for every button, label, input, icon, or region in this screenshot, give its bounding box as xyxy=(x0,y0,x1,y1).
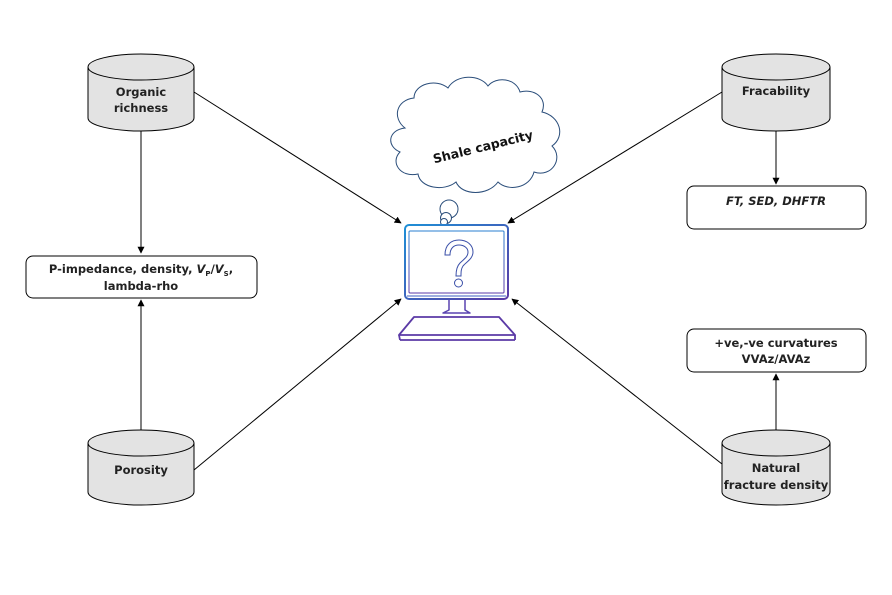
box-label: P-impedance, density, VP/VS, xyxy=(49,262,233,278)
thought-cloud: Shale capacity xyxy=(390,76,561,226)
monitor-screen xyxy=(408,230,505,294)
cylinder-label: richness xyxy=(114,101,168,115)
cylinder-label: Fracability xyxy=(742,84,811,98)
box-fracture-attributes: +ve,-ve curvatures VVAz/AVAz xyxy=(686,328,867,373)
box-label: +ve,-ve curvatures xyxy=(714,336,837,350)
cylinder-porosity: Porosity xyxy=(87,429,195,506)
cylinder-label: Porosity xyxy=(114,463,168,477)
arrow-porosity-to-center xyxy=(193,298,402,471)
question-mark-icon xyxy=(444,239,474,277)
vp-subscript: P xyxy=(205,270,210,278)
arrow-organic-to-center xyxy=(193,91,402,224)
box-label: FT, SED, DHFTR xyxy=(726,194,826,208)
connectors xyxy=(137,91,780,471)
cylinder-fracability: Fracability xyxy=(721,53,831,132)
box-label: VVAz/AVAz xyxy=(742,352,811,366)
box-label: lambda-rho xyxy=(104,279,179,293)
box-label-prefix: P-impedance, density, xyxy=(49,262,197,276)
cylinder-label: Natural xyxy=(752,461,800,475)
box-fracability-attributes: FT, SED, DHFTR xyxy=(686,185,867,230)
vs-subscript: S xyxy=(224,270,229,278)
cylinder-natural-fracture-density: Natural fracture density xyxy=(721,429,831,506)
monitor-stand xyxy=(442,300,471,314)
cylinder-organic-richness: Organic richness xyxy=(87,53,195,132)
box-seismic-attributes: P-impedance, density, VP/VS, lambda-rho xyxy=(25,255,258,299)
keyboard xyxy=(398,316,516,336)
slash: / xyxy=(211,262,216,276)
arrow-fracability-to-center xyxy=(507,91,723,224)
cloud-shape xyxy=(390,76,561,193)
arrow-fracture-to-center xyxy=(511,298,723,465)
comma: , xyxy=(229,262,233,276)
vp-symbol: V xyxy=(197,262,207,276)
cylinder-label: fracture density xyxy=(724,478,829,492)
vs-symbol: V xyxy=(215,262,225,276)
computer-question-icon xyxy=(398,224,516,341)
cylinder-label: Organic xyxy=(116,85,167,99)
